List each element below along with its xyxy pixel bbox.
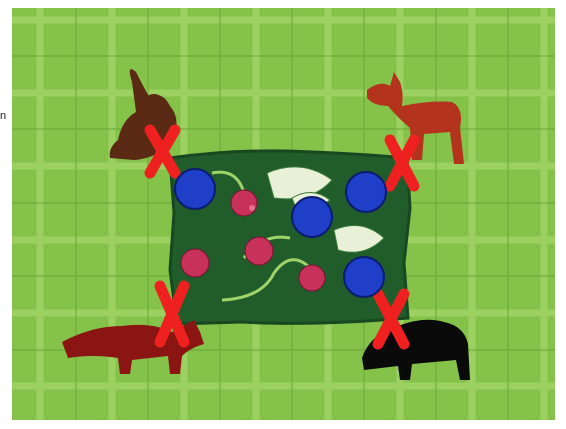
blue-token — [346, 172, 386, 212]
blue-token — [292, 197, 332, 237]
raspberry — [181, 249, 209, 277]
blue-token — [175, 169, 215, 209]
game-board — [12, 8, 555, 420]
raspberry — [249, 205, 255, 211]
side-text: n — [0, 110, 6, 122]
raspberry — [231, 190, 257, 216]
raspberry — [299, 265, 325, 291]
blue-token — [344, 257, 384, 297]
raspberry — [245, 237, 273, 265]
